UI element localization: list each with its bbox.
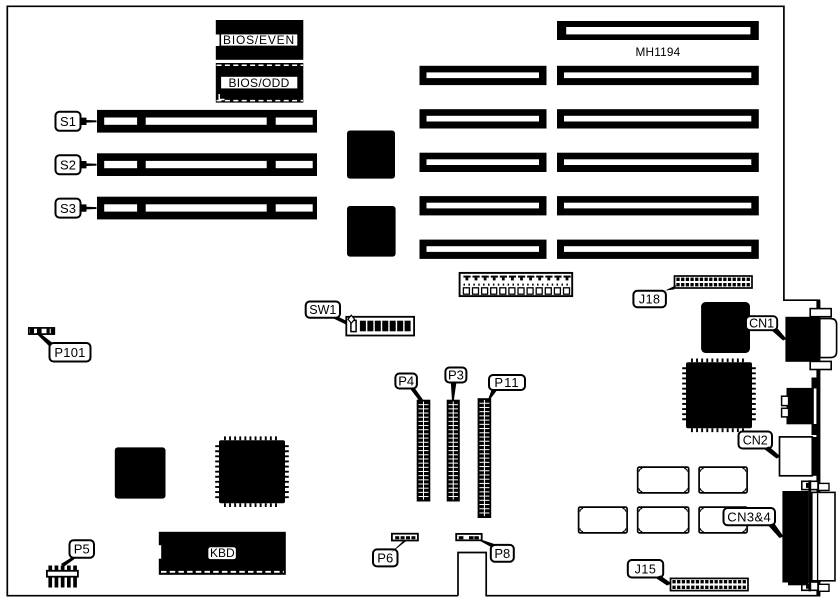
svg-text:S1: S1 <box>60 114 76 129</box>
svg-text:CN3&4: CN3&4 <box>727 509 771 524</box>
svg-text:P3: P3 <box>448 368 464 383</box>
svg-text:P5: P5 <box>74 542 90 557</box>
svg-text:KBD: KBD <box>210 546 235 560</box>
svg-text:S3: S3 <box>60 201 76 216</box>
svg-text:J15: J15 <box>635 562 657 576</box>
svg-text:P101: P101 <box>54 345 85 360</box>
svg-text:BIOS/EVEN: BIOS/EVEN <box>223 33 295 47</box>
svg-text:P8: P8 <box>494 546 510 561</box>
svg-text:S2: S2 <box>60 157 76 172</box>
svg-text:CN1: CN1 <box>749 317 774 331</box>
svg-text:P4: P4 <box>398 374 414 389</box>
svg-text:P6: P6 <box>377 551 393 566</box>
svg-text:BIOS/ODD: BIOS/ODD <box>228 76 289 90</box>
svg-text:J18: J18 <box>639 293 661 307</box>
svg-text:SW1: SW1 <box>309 303 336 317</box>
svg-text:MH1194: MH1194 <box>636 45 681 59</box>
svg-text:P11: P11 <box>494 375 519 390</box>
svg-text:CN2: CN2 <box>743 434 768 448</box>
